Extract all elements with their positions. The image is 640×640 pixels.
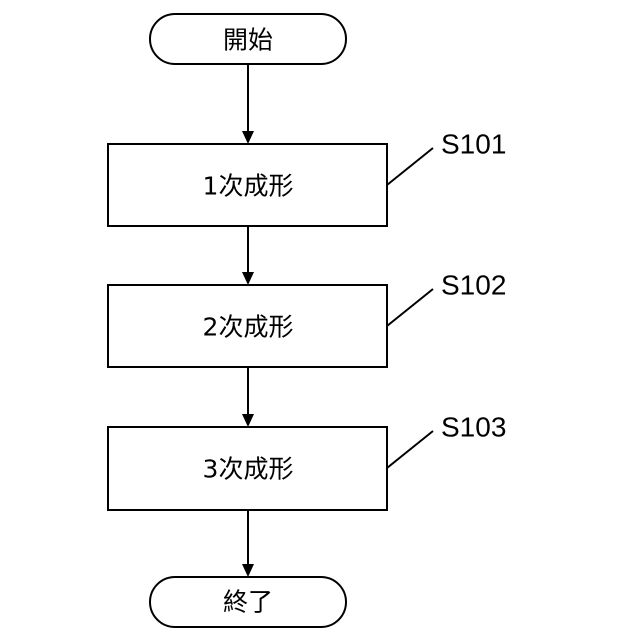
edge-start-to-step1 [242, 65, 254, 144]
process-step-s103: 3次成形 S103 [108, 412, 506, 511]
process-label: 2次成形 [203, 313, 294, 342]
process-step-s102: 2次成形 S102 [108, 270, 506, 368]
process-label: 1次成形 [203, 172, 294, 201]
edge-step1-to-step2 [242, 226, 254, 285]
start-node: 開始 [150, 14, 346, 64]
end-node: 終了 [150, 577, 346, 627]
step-id-label: S101 [441, 129, 506, 160]
edge-step3-to-end [242, 510, 254, 577]
step-id-label: S102 [441, 270, 506, 301]
arrow-head-icon [242, 414, 254, 427]
process-label: 3次成形 [203, 455, 294, 484]
start-label: 開始 [223, 26, 273, 55]
arrow-head-icon [242, 131, 254, 144]
arrow-head-icon [242, 272, 254, 285]
arrow-head-icon [242, 564, 254, 577]
process-step-s101: 1次成形 S101 [108, 129, 506, 227]
step-id-label: S103 [441, 412, 506, 443]
edge-step2-to-step3 [242, 367, 254, 427]
step-id-leader-line [387, 148, 433, 185]
end-label: 終了 [223, 588, 273, 617]
step-id-leader-line [387, 289, 433, 326]
step-id-leader-line [387, 431, 433, 468]
